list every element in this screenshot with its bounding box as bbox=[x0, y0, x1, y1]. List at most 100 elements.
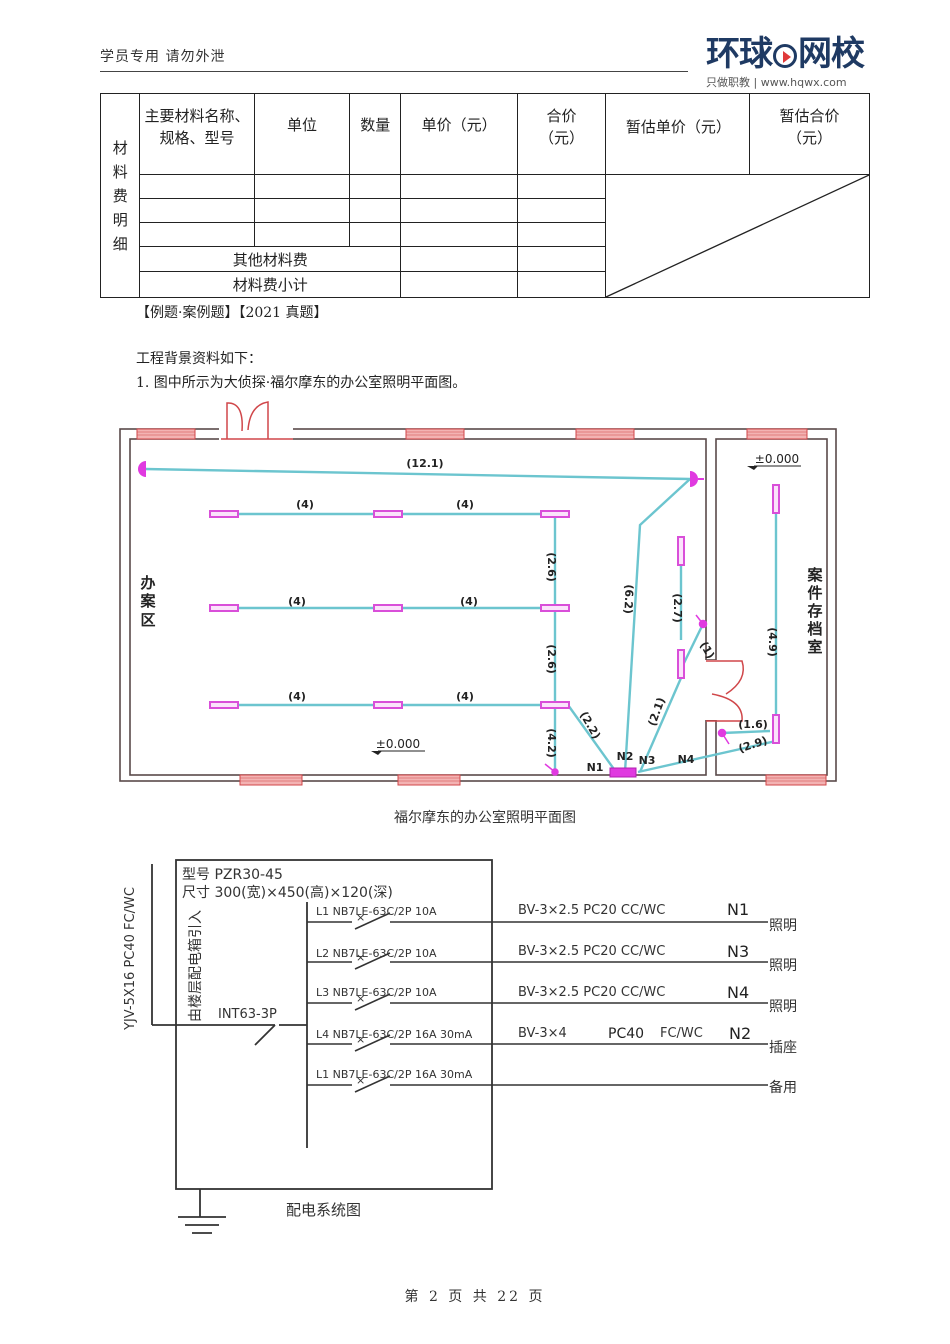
logo-text-right: 网校 bbox=[798, 34, 865, 74]
item-1-text: 1. 图中所示为大侦探·福尔摩东的办公室照明平面图。 bbox=[136, 375, 467, 391]
room-label-char: 案 bbox=[139, 592, 156, 610]
dim-label: (4.2) bbox=[545, 728, 558, 758]
dim-label: (4) bbox=[460, 595, 478, 608]
material-cost-table: 材 料 费 明 细 主要材料名称、规格、型号 单位 数量 单价（元） 合价（元）… bbox=[99, 93, 871, 298]
branch-breaker: L1 NB7LE-63C/2P 10A bbox=[316, 905, 437, 918]
dim-label: (4.9) bbox=[766, 627, 779, 657]
dim-label: (6.2) bbox=[621, 584, 635, 614]
branch-use: 照明 bbox=[769, 918, 797, 934]
elevation-mark: ±0.000 bbox=[376, 737, 420, 751]
room-label-char: 件 bbox=[807, 584, 822, 602]
incoming-source-label: 由楼层配电箱引入 bbox=[188, 910, 204, 1022]
side-char: 料 bbox=[112, 162, 128, 181]
distribution-system-diagram: × × × × × 型号 PZR30-45 尺寸 300(宽)×450(高)×1… bbox=[123, 859, 797, 1234]
table-cell bbox=[517, 271, 606, 298]
branch-use: 照明 bbox=[769, 958, 797, 974]
breaker-cross-icon: × bbox=[356, 992, 365, 1005]
switch-icon bbox=[544, 614, 730, 776]
diagonal-strike bbox=[605, 175, 869, 297]
dim-label: (12.1) bbox=[406, 457, 443, 470]
dim-label: (1) bbox=[697, 639, 717, 661]
circuit-label-n1: N1 bbox=[587, 761, 604, 774]
floor-plan-caption: 福尔摩东的办公室照明平面图 bbox=[394, 810, 576, 826]
breaker-cross-icon: × bbox=[356, 951, 365, 964]
room-label-char: 案 bbox=[806, 566, 823, 584]
branch-cable: BV-3×2.5 PC20 CC/WC bbox=[518, 985, 665, 1000]
table-cell bbox=[139, 174, 255, 199]
dim-label: (1.6) bbox=[738, 718, 768, 731]
material-subtotal-label: 材料费小计 bbox=[139, 271, 402, 298]
dim-label: (2.1) bbox=[646, 696, 668, 728]
header-confidential-note: 学员专用 请勿外泄 bbox=[100, 49, 226, 65]
wall-lamp-icon bbox=[690, 471, 698, 487]
branch-use: 照明 bbox=[769, 999, 797, 1015]
logo-tagline: 只做职教 | www.hqwx.com bbox=[706, 76, 847, 89]
breaker-cross-icon: × bbox=[356, 1074, 365, 1087]
room-label-char: 区 bbox=[140, 611, 155, 629]
elevation-mark: ±0.000 bbox=[755, 452, 799, 466]
table-cell bbox=[253, 174, 351, 199]
room-label-char: 办 bbox=[140, 574, 155, 592]
distribution-box-icon bbox=[609, 767, 637, 778]
dim-label: (4) bbox=[288, 690, 306, 703]
branch-cable-laying: FC/WC bbox=[660, 1026, 703, 1041]
lighting-floor-plan: (12.1) (4) (4) (4) (4) (4) (4) (2.6) (2.… bbox=[119, 401, 837, 786]
header-divider bbox=[100, 71, 688, 72]
material-side-label: 材 料 费 明 细 bbox=[99, 93, 141, 298]
col-header-est-unit-price: 暂估单价（元） bbox=[604, 93, 750, 175]
logo-text-left: 环球 bbox=[706, 34, 773, 74]
col-header-unit: 单位 bbox=[253, 93, 351, 175]
dim-label: (2.6) bbox=[545, 552, 558, 582]
door-icon bbox=[221, 401, 293, 440]
dim-label: (4) bbox=[288, 595, 306, 608]
box-size: 尺寸 300(宽)×450(高)×120(深) bbox=[182, 884, 393, 901]
side-char: 明 bbox=[112, 210, 128, 229]
fluorescent-lamp-icon bbox=[209, 510, 570, 709]
fluorescent-lamp-icon-vertical bbox=[677, 484, 780, 744]
col-header-unit-price: 单价（元） bbox=[400, 93, 519, 175]
branch-breaker: L1 NB7LE-63C/2P 16A 30mA bbox=[316, 1068, 473, 1081]
side-char: 材 bbox=[112, 138, 128, 157]
table-cell bbox=[349, 174, 402, 199]
col-header-quantity: 数量 bbox=[349, 93, 402, 175]
estimate-crossed-cell bbox=[604, 174, 871, 298]
page-footer: 第 2 页 共 22 页 bbox=[404, 1289, 546, 1305]
main-breaker-label: INT63-3P bbox=[218, 1007, 277, 1022]
table-cell bbox=[139, 198, 255, 223]
circuit-label: N4 bbox=[727, 983, 749, 1002]
room-label-char: 存 bbox=[807, 602, 822, 620]
branch-breaker: L3 NB7LE-63C/2P 10A bbox=[316, 986, 437, 999]
background-intro: 工程背景资料如下： bbox=[136, 351, 262, 367]
breaker-cross-icon: × bbox=[356, 1033, 365, 1046]
side-char: 费 bbox=[112, 186, 128, 205]
branch-cable: BV-3×4 bbox=[518, 1026, 567, 1041]
branch-use: 备用 bbox=[769, 1079, 797, 1096]
window-icon bbox=[136, 428, 827, 786]
incoming-cable-spec: YJV-5X16 PC40 FC/WC bbox=[123, 887, 138, 1031]
dim-label: (4) bbox=[296, 498, 314, 511]
brand-logo: 环球网校 只做职教 | www.hqwx.com bbox=[706, 36, 876, 94]
circuit-label-n4: N4 bbox=[678, 753, 695, 766]
room-label-char: 档 bbox=[807, 620, 822, 638]
example-tag: 【例题·案例题】【2021 真题】 bbox=[136, 305, 328, 321]
circuit-label: N3 bbox=[727, 942, 749, 961]
logo-wordmark: 环球网校 bbox=[706, 36, 876, 72]
circuit-label: N1 bbox=[727, 900, 749, 919]
play-icon bbox=[773, 43, 797, 68]
table-cell bbox=[139, 222, 255, 247]
dim-label: (2.6) bbox=[545, 644, 558, 674]
branch-breaker: L4 NB7LE-63C/2P 16A 30mA bbox=[316, 1028, 473, 1041]
col-header-material-name: 主要材料名称、规格、型号 bbox=[139, 93, 255, 175]
dim-label: (4) bbox=[456, 690, 474, 703]
table-cell bbox=[400, 222, 519, 247]
branch-lines bbox=[307, 912, 768, 1093]
branch-cable: BV-3×2.5 PC20 CC/WC bbox=[518, 944, 665, 959]
breaker-cross-icon: × bbox=[356, 911, 365, 924]
distribution-caption: 配电系统图 bbox=[286, 1201, 361, 1219]
dim-label: (2.2) bbox=[577, 709, 603, 741]
branch-breaker: L2 NB7LE-63C/2P 10A bbox=[316, 947, 437, 960]
side-char: 细 bbox=[112, 234, 128, 253]
table-cell bbox=[400, 246, 519, 272]
table-cell bbox=[400, 271, 519, 298]
dim-label: (4) bbox=[456, 498, 474, 511]
